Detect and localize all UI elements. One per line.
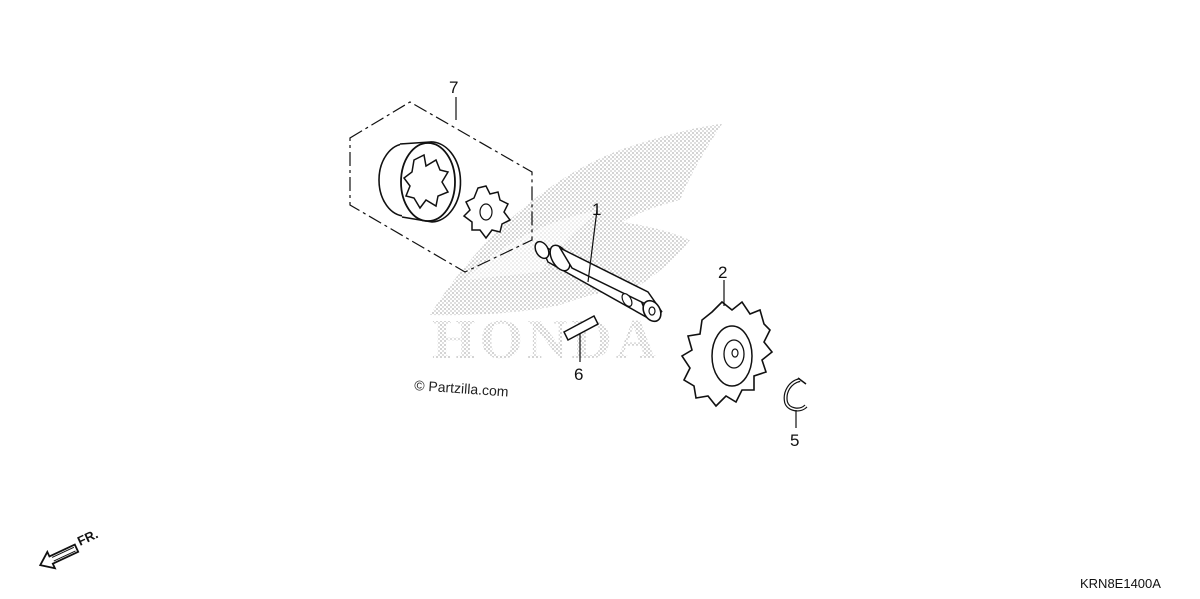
leader-lines	[455, 97, 797, 428]
front-direction-arrow-icon	[38, 543, 80, 570]
callout-label[interactable]: 2	[718, 263, 727, 282]
callout-label[interactable]: 5	[790, 431, 799, 450]
inner-rotor	[462, 185, 512, 240]
part-2-gear[interactable]	[680, 300, 774, 408]
front-marker-label: FR.	[75, 526, 100, 548]
honda-wing-watermark: HONDA	[430, 124, 722, 371]
copyright-text: © Partzilla.com	[414, 377, 509, 400]
part-7-rotor-set[interactable]	[349, 101, 533, 273]
part-6-pin[interactable]	[563, 314, 599, 342]
callout-label[interactable]: 1	[592, 200, 601, 219]
honda-watermark-text: HONDA	[432, 309, 660, 371]
part-1-shaft[interactable]	[532, 239, 664, 324]
diagram-code: KRN8E1400A	[1080, 576, 1161, 591]
callout-label[interactable]: 6	[574, 365, 583, 384]
callout-label[interactable]: 7	[449, 78, 458, 97]
part-5-clip[interactable]	[783, 377, 808, 412]
